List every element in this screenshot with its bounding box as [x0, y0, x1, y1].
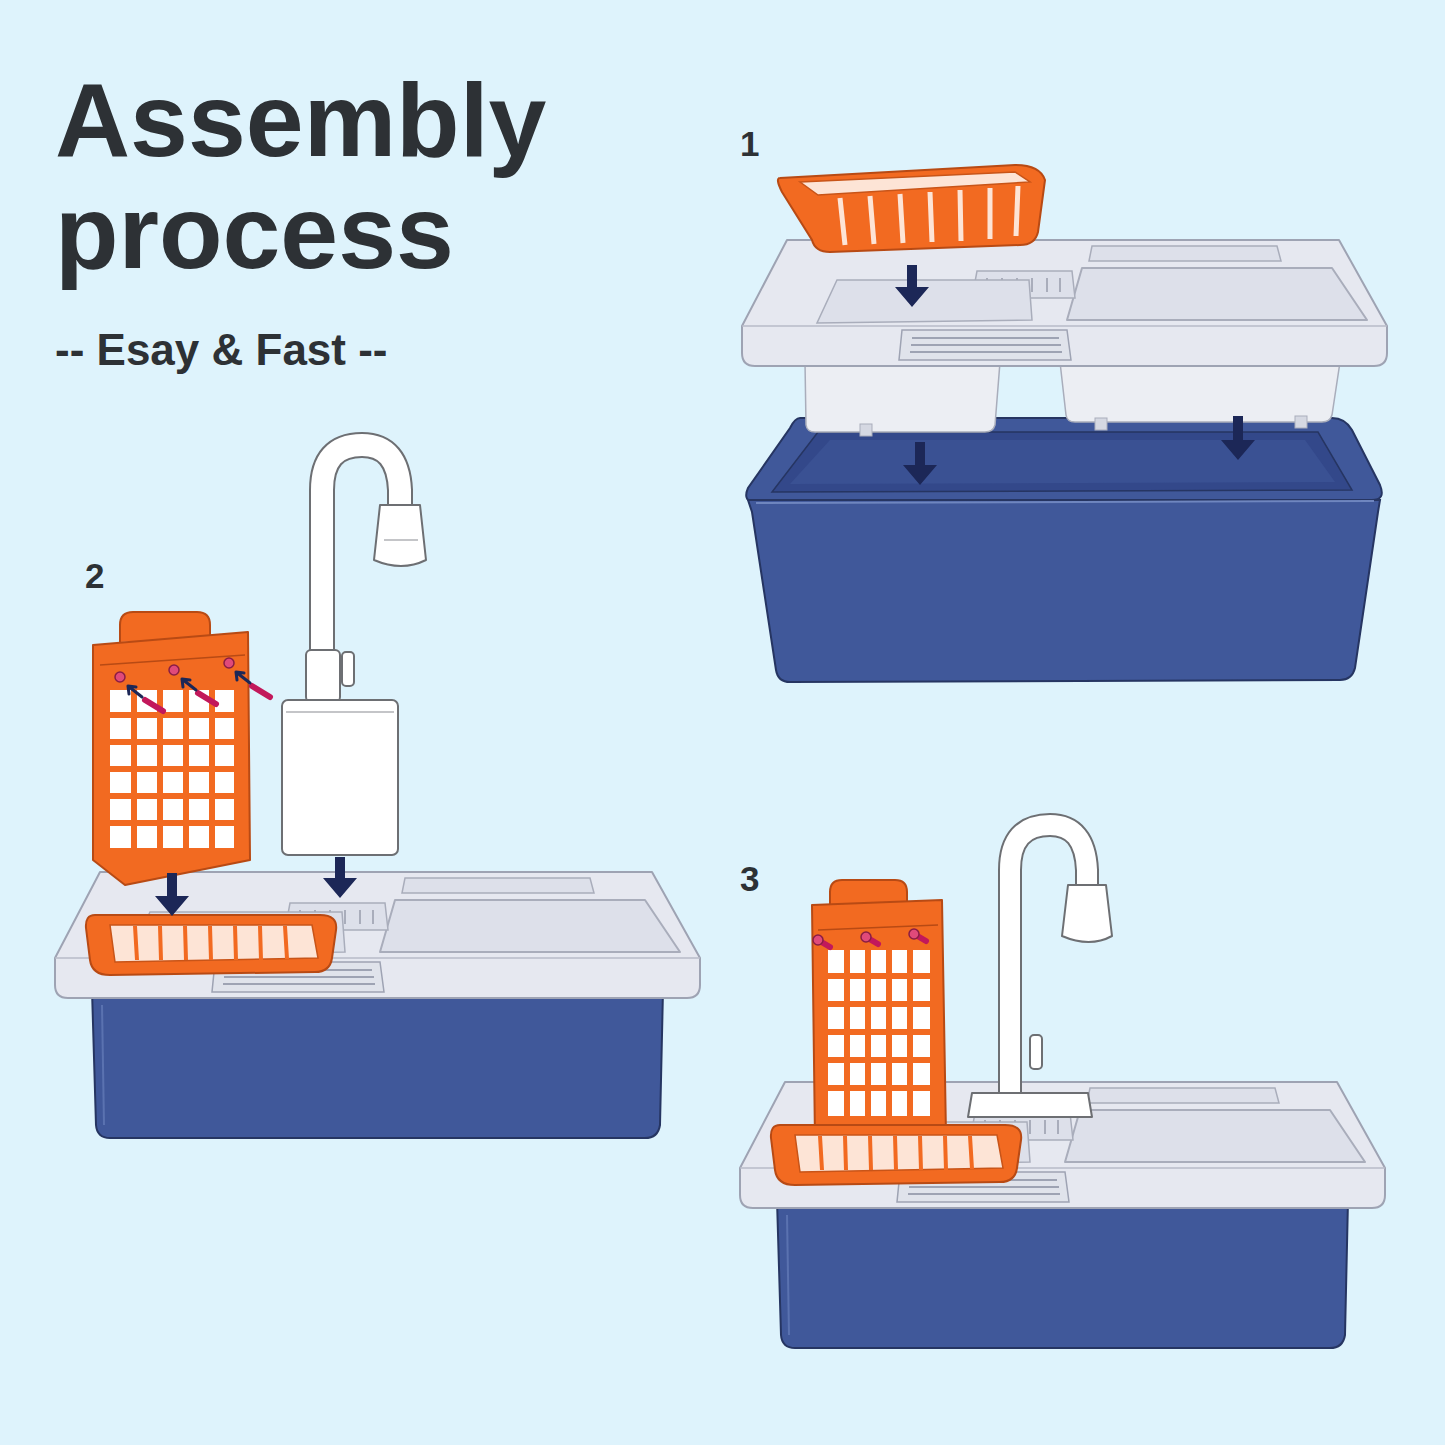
peg-hole — [169, 665, 179, 675]
basket-in-sink — [771, 1125, 1021, 1185]
faucet-lever — [1030, 1035, 1042, 1069]
rack-grid — [108, 688, 236, 850]
faucet-spout — [1062, 885, 1112, 942]
rack-grid — [826, 948, 932, 1118]
peg-hole — [115, 672, 125, 682]
rack-grid-frame — [108, 688, 236, 850]
peg-head — [861, 932, 871, 942]
loose-basket-inside — [800, 172, 1030, 195]
sink-tub — [92, 990, 663, 1138]
rack-grid-ground — [826, 948, 932, 1118]
arrow-down — [903, 442, 937, 485]
rack-grid-ground — [108, 688, 236, 850]
tray-foot — [860, 424, 872, 436]
step-two — [55, 445, 700, 1138]
peg — [145, 700, 163, 711]
rack-bar — [818, 925, 938, 930]
spout-line — [384, 539, 418, 541]
faucet-neck — [1010, 825, 1087, 1095]
rack-bar — [100, 655, 245, 665]
peg-head — [813, 935, 823, 945]
small-arrow — [182, 679, 196, 690]
step-number: 1 — [740, 124, 800, 164]
text-slot: Assembly process — [55, 64, 775, 288]
left-bowl — [805, 362, 1000, 432]
step-one — [742, 165, 1387, 682]
faucet-spout — [374, 505, 426, 566]
basket-in-sink — [86, 915, 336, 975]
text-slot: -- Esay & Fast -- — [55, 325, 575, 375]
loose-basket-slats — [840, 186, 1018, 245]
tub-floor — [790, 440, 1335, 484]
peg-head — [909, 929, 919, 939]
step-number: 3 — [740, 859, 800, 899]
text-slot: 2 — [85, 556, 145, 596]
subtitle: -- Esay & Fast -- — [55, 325, 575, 375]
faucet-tank — [282, 700, 398, 855]
dish-rack — [812, 900, 946, 1140]
step-number: 2 — [85, 556, 145, 596]
faucet-neck-outline — [1010, 825, 1087, 1095]
tub-opening — [772, 432, 1352, 492]
arrow-down — [323, 857, 357, 898]
arrow-down — [155, 873, 189, 916]
tub-front — [748, 500, 1380, 682]
tub-rim-highlight — [756, 501, 1374, 503]
dish-rack — [93, 632, 250, 885]
text-slot: 3 — [740, 859, 800, 899]
peg — [198, 693, 216, 704]
faucet-base — [968, 1093, 1092, 1117]
arrow-down — [1221, 416, 1255, 460]
faucet-lever — [342, 652, 354, 686]
text-slot: 1 — [740, 124, 800, 164]
tray — [742, 240, 1387, 366]
rack-grid-frame — [826, 948, 932, 1118]
peg — [252, 686, 270, 697]
main-title: Assembly process — [55, 64, 775, 288]
sink-top — [55, 872, 700, 998]
tank-line — [286, 711, 394, 713]
loose-basket — [778, 165, 1045, 252]
arrow-down — [895, 265, 929, 307]
faucet-collar — [306, 650, 340, 702]
tray-foot — [1295, 416, 1307, 428]
tray-foot — [1095, 418, 1107, 430]
small-arrow — [236, 672, 250, 683]
peg-hole — [224, 658, 234, 668]
sink-tub — [777, 1200, 1348, 1348]
right-bowl — [1060, 362, 1340, 422]
small-arrow — [128, 686, 142, 697]
step-three — [740, 825, 1385, 1348]
